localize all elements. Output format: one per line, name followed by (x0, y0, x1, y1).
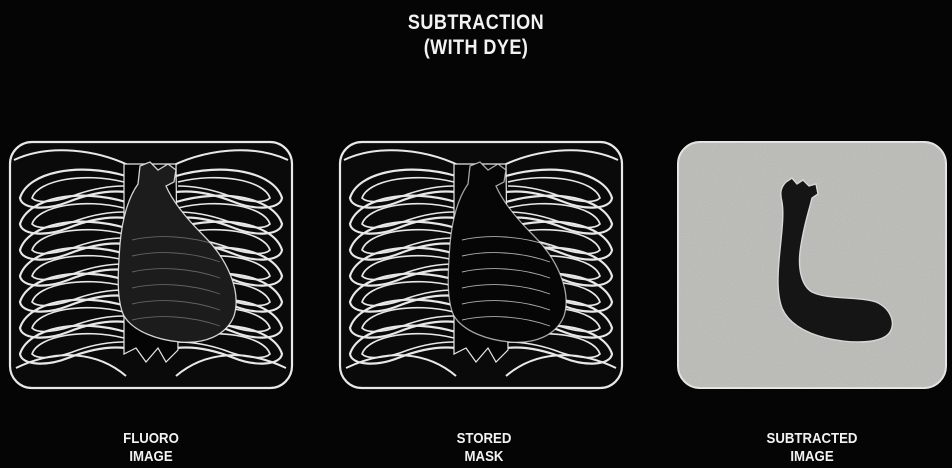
subtracted-image (676, 140, 948, 390)
mask-chest-xray (338, 140, 624, 390)
mask-caption-line-1: STORED (396, 430, 572, 448)
title-line-2: (WITH DYE) (67, 35, 886, 60)
subtracted-caption-line-2: IMAGE (724, 448, 900, 466)
subtracted-grain (678, 142, 946, 388)
mask-caption-line-2: MASK (396, 448, 572, 466)
fluoro-caption-line-1: FLUORO (63, 430, 239, 448)
diagram-title: SUBTRACTION (WITH DYE) (67, 10, 886, 60)
stored-mask-caption: STORED MASK (396, 430, 572, 466)
subtracted-image-caption: SUBTRACTED IMAGE (724, 430, 900, 466)
fluoro-chest-xray (8, 140, 294, 390)
subtracted-caption-line-1: SUBTRACTED (724, 430, 900, 448)
fluoro-caption-line-2: IMAGE (63, 448, 239, 466)
fluoro-image-panel (8, 140, 294, 390)
stored-mask-panel (338, 140, 624, 390)
fluoro-image-caption: FLUORO IMAGE (63, 430, 239, 466)
title-line-1: SUBTRACTION (67, 10, 886, 35)
subtracted-image-panel (676, 140, 948, 390)
